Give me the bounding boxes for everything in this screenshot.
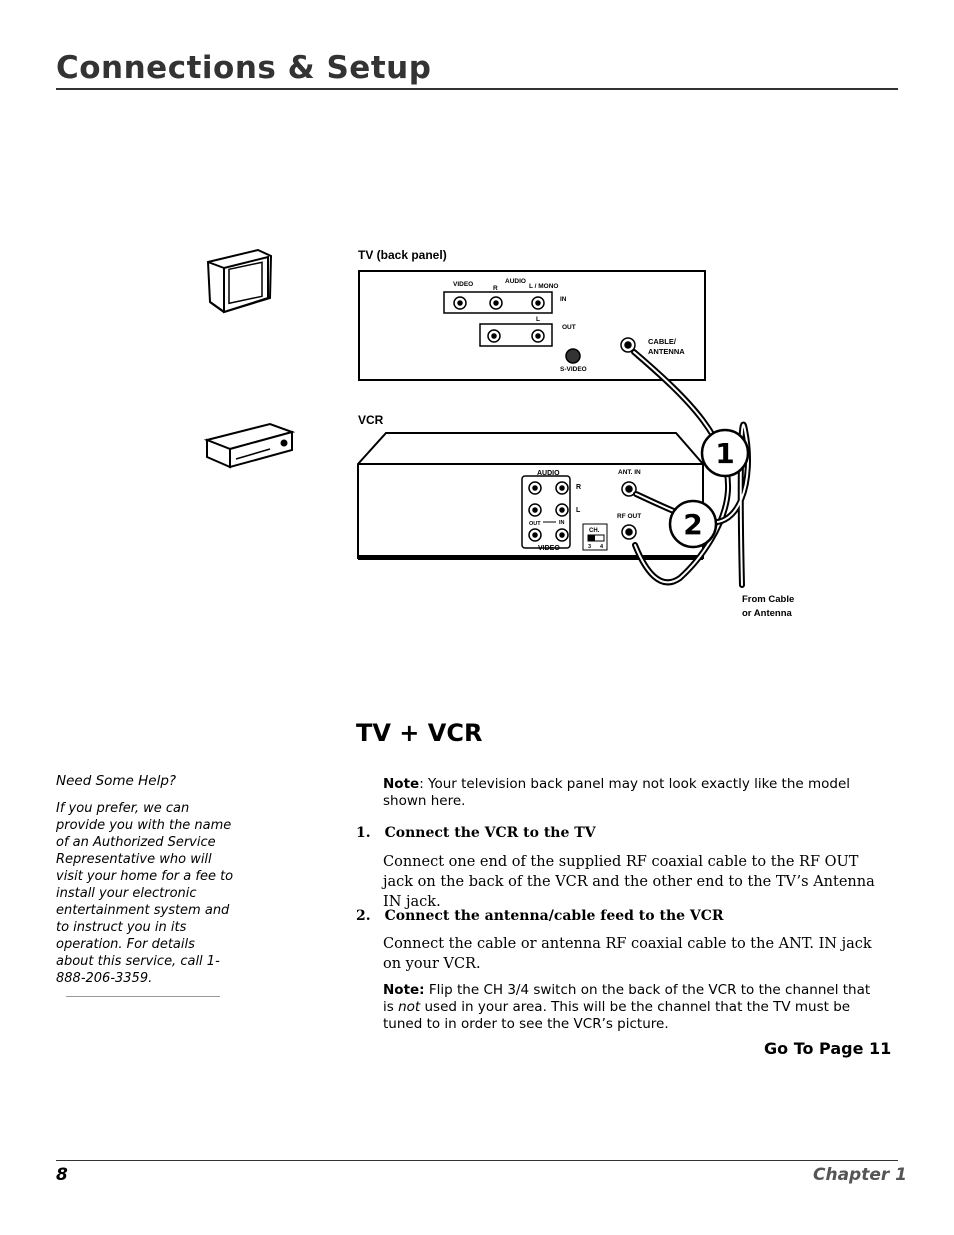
step-1-title: 1. Connect the VCR to the TV (356, 825, 596, 841)
note-2-paragraph: Note: Flip the CH 3/4 switch on the back… (383, 982, 871, 1033)
note-2-text-a: Flip the CH 3/4 switch on the back of th… (383, 982, 871, 1015)
vcr-l-label: L (576, 507, 581, 514)
vcr-label: VCR (358, 413, 384, 427)
note-2-text-b: used in your area. This will be the chan… (383, 999, 851, 1032)
tv-svideo-jack (565, 348, 581, 364)
tv-svideo-label: S-VIDEO (560, 366, 587, 373)
tv-r-label: R (493, 285, 498, 292)
footer-rule (56, 1160, 898, 1161)
callout-2-number: 2 (683, 508, 702, 541)
tv-cable-label-1: CABLE/ (648, 337, 677, 346)
page-title: Connections & Setup (56, 50, 432, 86)
title-rule (56, 88, 898, 90)
tv-l-label: L (536, 316, 540, 323)
vcr-ch4-label: 4 (600, 544, 604, 550)
tv-l-mono-label: L / MONO (529, 283, 559, 290)
vcr-ant-in-label: ANT. IN (618, 469, 641, 476)
note-2-label: Note: (383, 982, 425, 998)
tv-video-label: VIDEO (453, 281, 473, 288)
vcr-rf-out-label: RF OUT (617, 513, 641, 520)
vcr-r-label: R (576, 484, 581, 491)
callout-1-number: 1 (715, 437, 734, 470)
tv-icon (206, 248, 273, 314)
note-text: : Your television back panel may not loo… (383, 776, 851, 809)
chapter-label: Chapter 1 (813, 1165, 908, 1185)
step-2-title: 2. Connect the antenna/cable feed to the… (356, 908, 724, 924)
from-cable-label-2: or Antenna (742, 608, 793, 619)
vcr-icon (203, 422, 296, 469)
tv-back-panel-label: TV (back panel) (358, 248, 447, 262)
step-2-body: Connect the cable or antenna RF coaxial … (383, 936, 872, 972)
tv-out-label: OUT (562, 324, 576, 331)
page-number: 8 (56, 1165, 68, 1185)
vcr-out-label: OUT (529, 521, 541, 527)
vcr-video-label: VIDEO (538, 545, 560, 552)
from-cable-label-1: From Cable (742, 594, 794, 605)
section-heading: TV + VCR (356, 719, 483, 747)
tv-audio-label: AUDIO (505, 278, 526, 285)
callout-1: 1 (700, 428, 750, 478)
note-paragraph: Note: Your television back panel may not… (383, 776, 863, 810)
help-title: Need Some Help? (56, 773, 177, 789)
help-body: If you prefer, we can provide you with t… (56, 801, 234, 986)
callout-2: 2 (668, 499, 718, 549)
vcr-ch3-label: 3 (588, 544, 591, 550)
step-1-body: Connect one end of the supplied RF coaxi… (383, 854, 875, 910)
vcr-audio-label: AUDIO (537, 470, 560, 477)
tv-cable-label-2: ANTENNA (648, 347, 685, 356)
help-rule (66, 996, 220, 997)
vcr-in-label: IN (559, 520, 565, 526)
note-2-italic: not (398, 999, 421, 1015)
go-to-page-link[interactable]: Go To Page 11 (764, 1039, 892, 1058)
note-label: Note (383, 776, 420, 792)
connection-diagram: TV (back panel) VIDEO AUDIO R L / MONO L… (203, 248, 794, 619)
tv-in-label: IN (560, 296, 567, 303)
vcr-ch-label: CH. (589, 528, 600, 534)
